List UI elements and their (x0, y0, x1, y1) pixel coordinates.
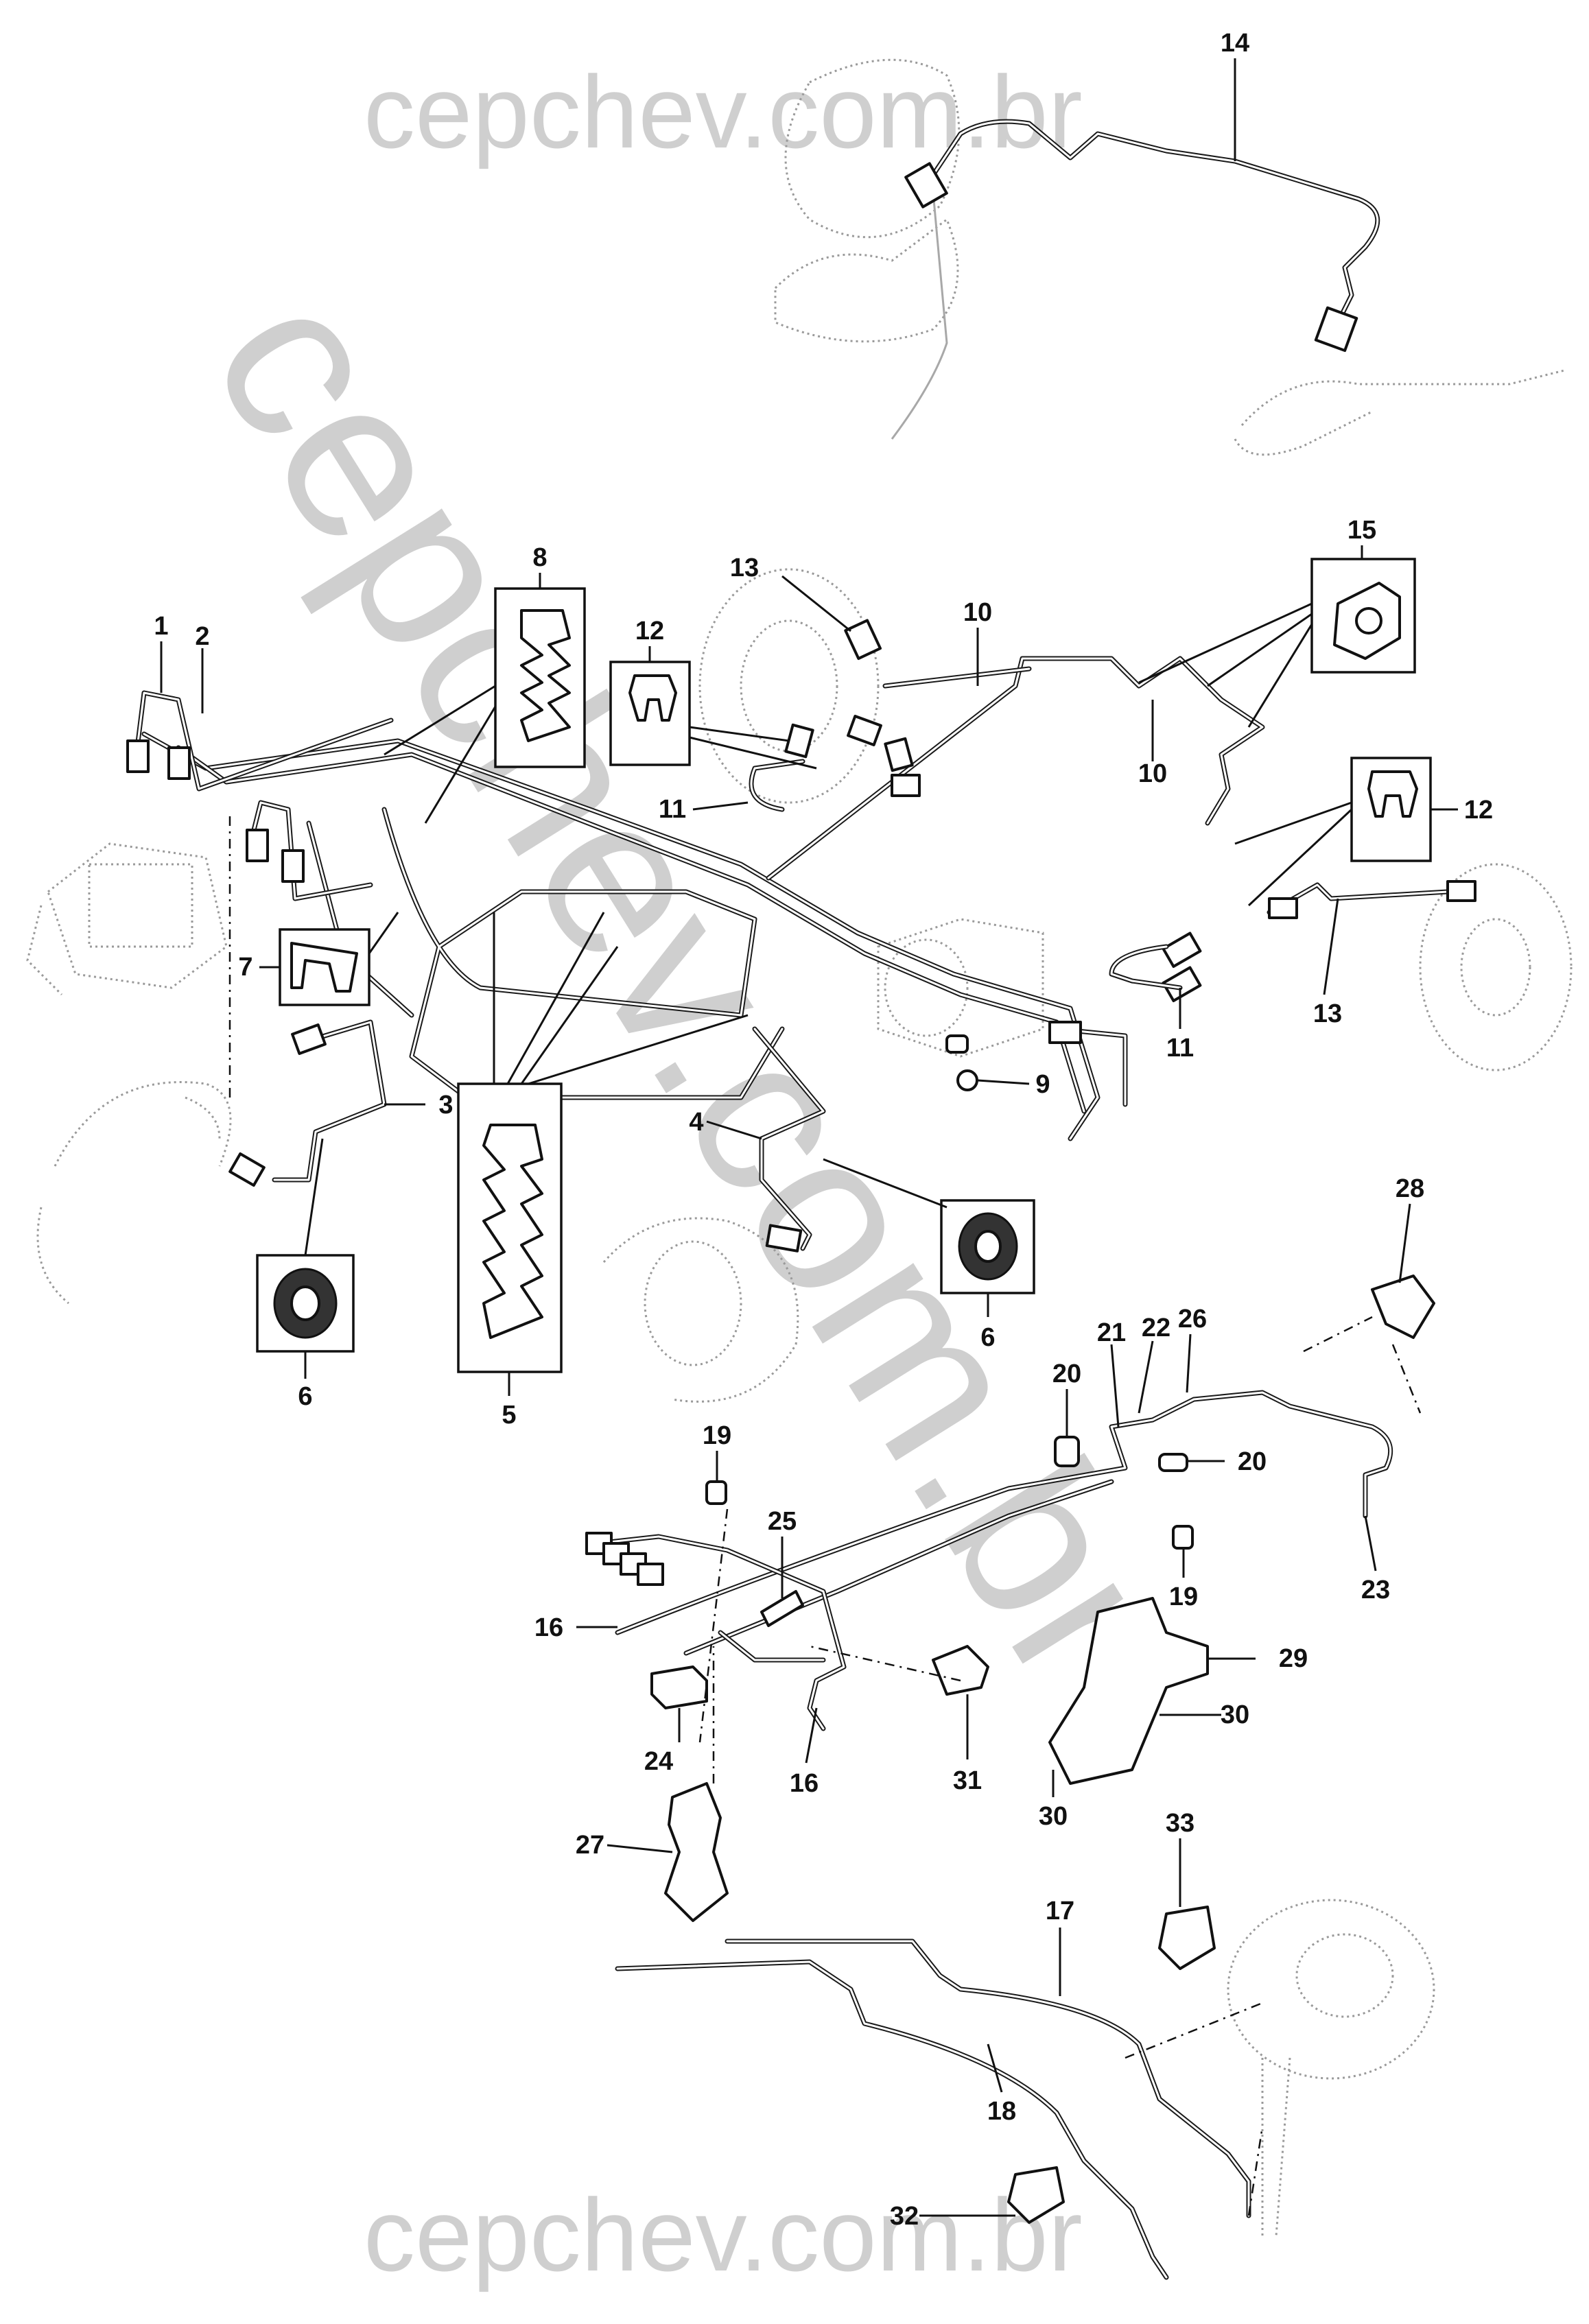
callout-13-right: 13 (1313, 999, 1342, 1028)
callout-12-left: 12 (635, 617, 664, 645)
callout-12-right: 12 (1464, 796, 1493, 825)
context-components (26, 58, 1573, 2237)
callout-31: 31 (953, 1766, 982, 1795)
callout-20-top: 20 (1052, 1360, 1081, 1388)
callout-19-right: 19 (1169, 1582, 1198, 1611)
callout-23: 23 (1361, 1576, 1390, 1604)
callout-13-top: 13 (730, 554, 759, 582)
callout-7: 7 (238, 953, 252, 982)
abs-module-ghost (26, 842, 228, 996)
callout-11-left: 11 (659, 795, 686, 824)
watermark-top: cepchev.com.br (364, 54, 1083, 169)
callout-26: 26 (1178, 1305, 1207, 1333)
brake-hoses-11 (749, 759, 1183, 991)
callout-18: 18 (987, 2097, 1016, 2126)
callout-30-bottom: 30 (1039, 1802, 1068, 1831)
callout-28: 28 (1396, 1174, 1424, 1203)
callout-3: 3 (438, 1091, 453, 1119)
callout-22: 22 (1142, 1314, 1170, 1342)
callout-24: 24 (644, 1747, 673, 1776)
callout-5: 5 (502, 1401, 516, 1430)
callout-16-bottom: 16 (790, 1769, 819, 1798)
callout-16-left: 16 (534, 1613, 563, 1642)
rear-axle-ghost-top (774, 58, 1565, 456)
master-cylinder-ghost (877, 918, 1044, 1058)
callout-20-right: 20 (1238, 1447, 1267, 1476)
callout-25: 25 (768, 1507, 797, 1536)
callout-6-left: 6 (298, 1382, 312, 1411)
tube-fittings (126, 619, 1476, 1253)
callout-15: 15 (1347, 516, 1376, 545)
callout-labels: 14 15 8 13 10 1 2 12 10 11 12 7 13 11 9 … (154, 29, 1493, 2231)
center-hub-ghost (602, 1217, 799, 1403)
callout-1: 1 (154, 612, 168, 641)
callout-33: 33 (1166, 1809, 1194, 1838)
callout-4: 4 (689, 1108, 703, 1137)
brake-booster-ghost (1227, 1899, 1435, 2237)
callout-6-right: 6 (980, 1323, 995, 1352)
callout-2: 2 (195, 622, 209, 651)
callout-32: 32 (890, 2202, 919, 2231)
callout-19-top: 19 (703, 1421, 731, 1450)
front-right-rotor-ghost (1419, 863, 1573, 1071)
watermark-bottom: cepchev.com.br (364, 2177, 1083, 2292)
rear-brake-line-14 (904, 119, 1380, 353)
callout-21: 21 (1097, 1318, 1126, 1347)
rear-disc-ghost (698, 568, 880, 804)
callout-27: 27 (576, 1831, 604, 1860)
part-boxes (256, 558, 1432, 1373)
leader-lines (160, 58, 1458, 2217)
callout-9: 9 (1035, 1070, 1050, 1099)
small-parts (784, 723, 978, 1091)
callout-11-right: 11 (1166, 1034, 1194, 1063)
callout-10-top: 10 (963, 598, 992, 627)
callout-29: 29 (1279, 1644, 1308, 1673)
callout-30-right: 30 (1221, 1700, 1249, 1729)
callout-14: 14 (1221, 29, 1249, 58)
lower-brake-lines (585, 1274, 1435, 2280)
main-brake-tubes (134, 656, 1450, 1251)
callout-8: 8 (532, 543, 547, 572)
callout-10-bottom: 10 (1138, 759, 1167, 788)
callout-17: 17 (1046, 1897, 1074, 1925)
front-left-rotor-ghost (36, 1081, 232, 1305)
